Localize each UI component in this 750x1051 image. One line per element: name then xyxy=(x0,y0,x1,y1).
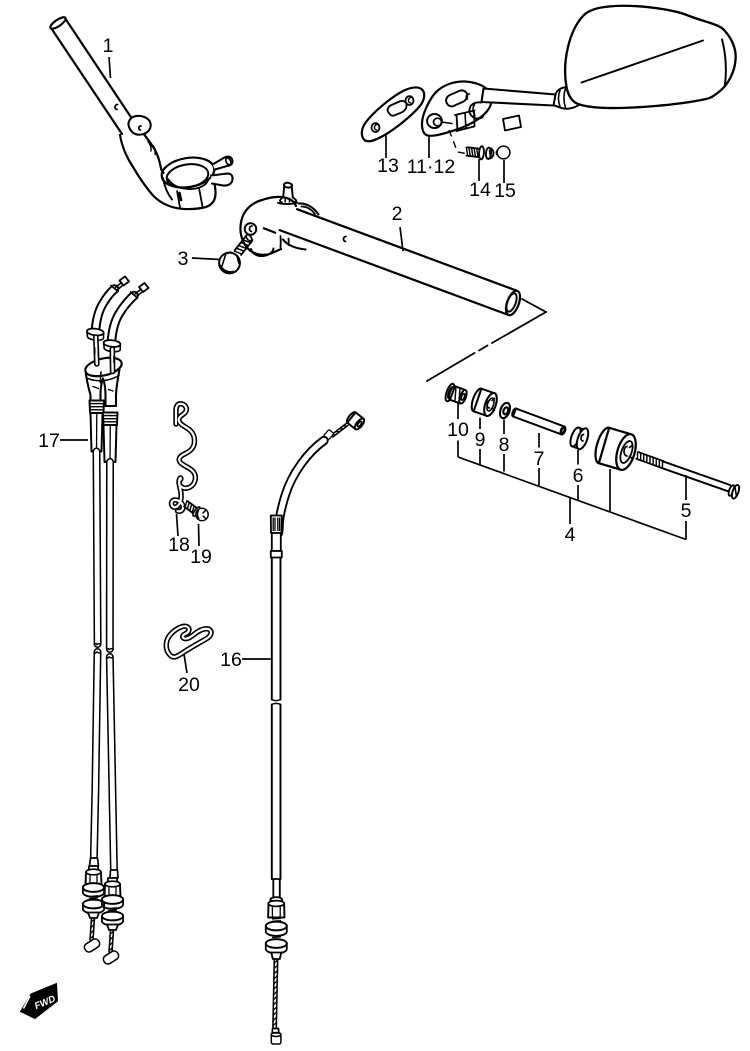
svg-text:13: 13 xyxy=(377,155,399,177)
svg-text:14: 14 xyxy=(469,179,491,201)
svg-text:3: 3 xyxy=(178,248,189,270)
svg-text:19: 19 xyxy=(190,546,212,568)
svg-text:5: 5 xyxy=(681,500,692,522)
svg-text:1: 1 xyxy=(103,35,114,57)
svg-text:20: 20 xyxy=(178,674,200,696)
svg-text:11·12: 11·12 xyxy=(407,156,455,178)
svg-text:17: 17 xyxy=(38,430,60,452)
svg-text:18: 18 xyxy=(168,534,190,556)
svg-text:4: 4 xyxy=(565,524,576,546)
svg-text:6: 6 xyxy=(573,465,584,487)
svg-text:8: 8 xyxy=(499,434,510,456)
svg-text:7: 7 xyxy=(534,448,545,470)
svg-text:2: 2 xyxy=(392,203,403,225)
svg-text:9: 9 xyxy=(475,429,486,451)
svg-text:15: 15 xyxy=(494,180,516,202)
svg-text:10: 10 xyxy=(447,419,469,441)
svg-text:16: 16 xyxy=(220,649,242,671)
